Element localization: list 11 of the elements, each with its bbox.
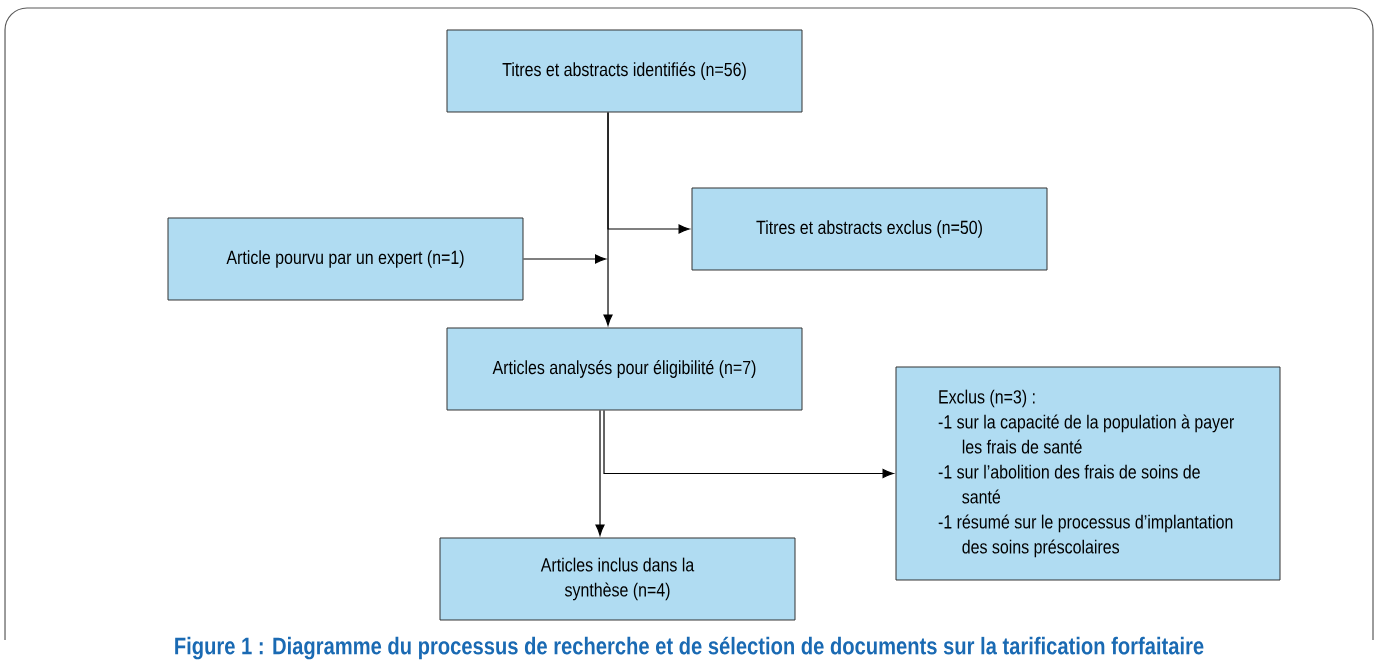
process-box: Articles inclus dans la synthèse (n=4): [439, 537, 796, 621]
caption: Figure 1 : Diagramme du processus de recherche et de sélection de documents sur la tarification forfaitaire: [169, 634, 1209, 662]
process-box: Titres et abstracts exclus (n=50): [691, 187, 1048, 271]
arrow: [522, 254, 607, 264]
process-box: Articles analysés pour éligibilité (n=7): [446, 327, 803, 411]
arrow: [603, 409, 894, 479]
arrow: [607, 111, 690, 234]
process-box: Exclus (n=3) : -1 sur la capacité de la population à payer les frais de santé -1 sur l’abolition des frais de soins de santé -1 résumé sur le processus d’implantation des soins préscolaires: [895, 366, 1281, 581]
process-box: Article pourvu par un expert (n=1): [167, 217, 524, 301]
arrow: [595, 409, 605, 536]
process-box: Titres et abstracts identifiés (n=56): [446, 29, 803, 113]
